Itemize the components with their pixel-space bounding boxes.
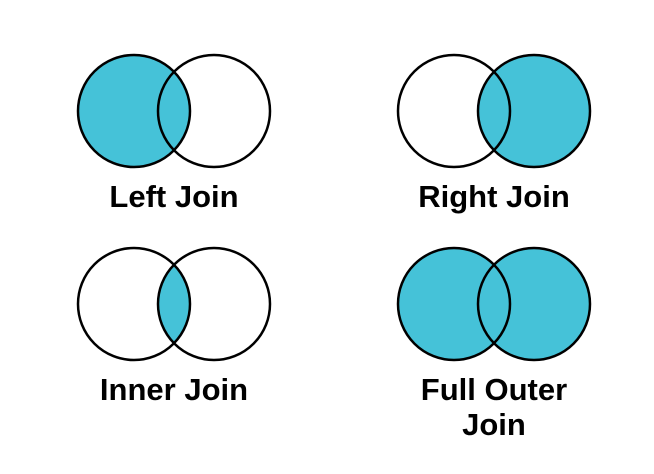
right-join-label: Right Join: [418, 179, 570, 214]
left-join-label: Left Join: [109, 179, 239, 214]
right-circle-outline: [156, 53, 272, 169]
right-circle-outline: [156, 246, 272, 362]
full-outer-join-label: Full Outer Join: [420, 372, 568, 442]
venn-cell-inner-join: Inner Join: [14, 244, 334, 474]
right-join-venn-diagram: [396, 53, 592, 169]
left-circle-outline: [76, 246, 192, 362]
full-outer-join-venn-diagram: [396, 246, 592, 362]
venn-cell-full-outer-join: Full Outer Join: [334, 244, 654, 474]
right-circle-outline: [476, 53, 592, 169]
left-circle-outline: [396, 53, 512, 169]
left-circle-fill: [398, 248, 510, 360]
inner-join-label: Inner Join: [99, 372, 249, 407]
venn-cell-left-join: Left Join: [14, 51, 334, 244]
left-join-venn-diagram: [76, 53, 272, 169]
left-circle-outline: [396, 246, 512, 362]
intersection-fill: [157, 264, 191, 344]
right-circle-fill: [478, 55, 590, 167]
left-circle-outline: [76, 53, 192, 169]
right-circle-outline: [476, 246, 592, 362]
inner-join-venn-diagram: [76, 246, 272, 362]
left-circle-fill: [78, 55, 190, 167]
right-circle-fill: [478, 248, 590, 360]
venn-cell-right-join: Right Join: [334, 51, 654, 244]
intersection-fill: [477, 264, 511, 344]
